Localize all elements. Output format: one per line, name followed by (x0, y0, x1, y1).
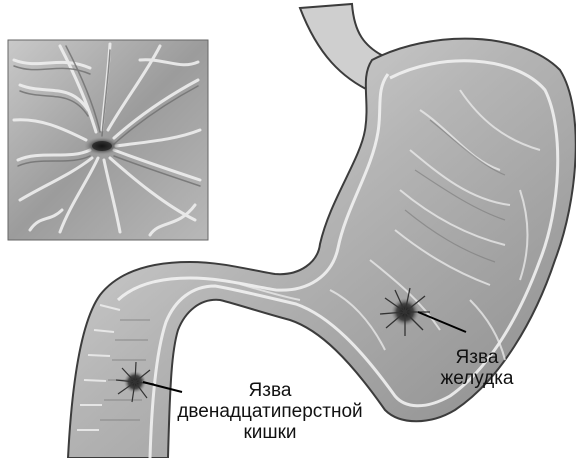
ulcer-closeup-inset (8, 40, 208, 240)
gastric-ulcer-label-line2: желудка (432, 368, 522, 389)
duodenal-ulcer-label: Язва двенадцатиперстной кишки (170, 380, 370, 443)
duodenal-ulcer-label-line1: Язва (170, 380, 370, 401)
duodenal-ulcer-label-line2: двенадцатиперстной (170, 401, 370, 422)
duodenal-ulcer-label-line3: кишки (170, 422, 370, 443)
gastric-ulcer-label: Язва желудка (432, 347, 522, 389)
gastric-ulcer-label-line1: Язва (432, 347, 522, 368)
